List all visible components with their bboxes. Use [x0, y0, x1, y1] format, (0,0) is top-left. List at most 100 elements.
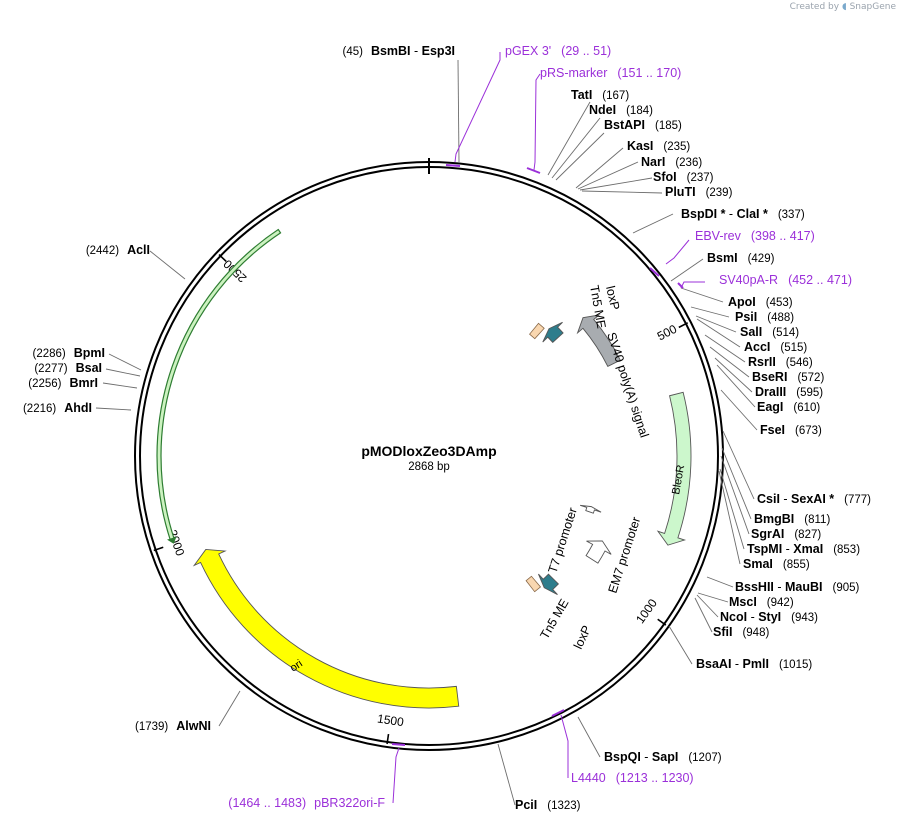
site-label-part: PsiI: [735, 310, 757, 324]
site-label-nari: NarI(236): [641, 155, 702, 169]
site-label-bsmi: BsmI(429): [707, 251, 775, 265]
site-label-bmri: (2256)BmrI: [28, 376, 98, 390]
site-label-part: BsmI: [707, 251, 738, 265]
bleor-caption: BleoR: [670, 464, 687, 496]
feature-ampr-arc: [156, 228, 282, 541]
site-label-part: SfiI: [713, 625, 732, 639]
feature-tn5me_bot-box: [525, 575, 542, 593]
site-label-bsai: (2277)BsaI: [34, 361, 102, 375]
site-label-bmgbi: BmgBI (811): [754, 512, 830, 526]
site-label-part: (546): [786, 357, 813, 369]
feature-sv40polya-arrow: [576, 314, 621, 368]
ori-caption: ori: [288, 658, 305, 675]
feature-bleor-arrow: [656, 391, 692, 546]
site-label-part: pBR322ori-F: [314, 796, 385, 810]
site-label-part: SapI: [652, 750, 678, 764]
site-label-part: (673): [795, 425, 822, 437]
site-label-part: (2442): [86, 245, 119, 257]
t7-caption: T7 promoter: [546, 506, 580, 575]
site-label-part: ClaI *: [737, 207, 768, 221]
tick-mark: [153, 546, 164, 552]
site-label-part: BsmBI: [371, 44, 411, 58]
site-label-part: BssHII: [735, 580, 774, 594]
site-label-part: (29 .. 51): [561, 44, 611, 58]
site-label-rsrii: RsrII (546): [748, 355, 813, 369]
site-label-part: (2216): [23, 403, 56, 415]
site-label-part: KasI: [627, 139, 653, 153]
site-label-part: -: [747, 610, 758, 624]
site-label-acli: (2442)AclI: [86, 243, 150, 257]
site-label-part: (398 .. 417): [751, 229, 815, 243]
site-label-part: (1015): [779, 659, 812, 671]
plasmid-name: pMODloxZeo3DAmp: [361, 443, 496, 459]
feature-ring-marks: [391, 164, 684, 746]
site-label-part: (167): [602, 90, 629, 102]
site-label-tati: TatI (167): [571, 88, 629, 102]
bp-ticks: 5001000150020002500: [153, 253, 689, 745]
site-label-tspmi: TspMI - XmaI(853): [747, 542, 860, 556]
site-label-bspdi: BspDI * - ClaI *(337): [681, 207, 805, 221]
tn5me-bot-caption: Tn5 ME: [537, 597, 571, 642]
site-label-part: DraIII: [755, 385, 786, 399]
site-label-kasi: KasI (235): [627, 139, 690, 153]
feature-em7-arrow: [585, 540, 612, 564]
site-label-part: (1739): [135, 721, 168, 733]
site-label-part: FseI: [760, 423, 785, 437]
site-label-part: TspMI: [747, 542, 782, 556]
site-label-part: BpmI: [74, 346, 105, 360]
tick-mark: [657, 618, 667, 626]
site-label-part: (943): [791, 612, 818, 624]
site-label-part: (236): [675, 157, 702, 169]
site-label-part: (185): [655, 120, 682, 132]
site-label-part: (1323): [547, 800, 580, 812]
site-label-sfoi: SfoI(237): [653, 170, 714, 184]
site-label-part: (853): [833, 544, 860, 556]
site-label-part: BseRI: [752, 370, 787, 384]
site-label-part: (488): [767, 312, 794, 324]
site-label-sali: SalI(514): [740, 325, 799, 339]
site-label-part: StyI: [758, 610, 781, 624]
site-label-part: (610): [793, 402, 820, 414]
tick-label: 1500: [376, 712, 405, 730]
site-label-part: (595): [796, 387, 823, 399]
site-label-ndei: NdeI (184): [589, 103, 653, 117]
site-label-part: (777): [844, 494, 871, 506]
site-label-ebvrev: EBV-rev (398 .. 417): [695, 229, 815, 243]
site-label-part: (337): [778, 209, 805, 221]
site-label-part: SexAI *: [791, 492, 834, 506]
site-label-part: BmgBI: [754, 512, 794, 526]
site-label-csii: CsiI - SexAI * (777): [757, 492, 871, 506]
site-label-part: (239): [706, 187, 733, 199]
site-label-part: NdeI: [589, 103, 616, 117]
site-label-part: (184): [626, 105, 653, 117]
site-label-fsei: FseI (673): [760, 423, 822, 437]
site-label-part: SmaI: [743, 557, 773, 571]
site-label-part: -: [731, 657, 742, 671]
site-label-sv40pa: SV40pA-R(452 .. 471): [719, 273, 852, 287]
site-label-part: CsiI: [757, 492, 780, 506]
site-label-part: BsaAI: [696, 657, 731, 671]
site-label-smai: SmaI(855): [743, 557, 810, 571]
site-label-part: (811): [804, 514, 830, 526]
site-label-part: (2256): [28, 378, 61, 390]
site-label-part: XmaI: [793, 542, 823, 556]
site-label-part: PluTI: [665, 185, 696, 199]
site-label-part: (905): [833, 582, 860, 594]
site-label-part: ApoI: [728, 295, 756, 309]
em7-caption: EM7 promoter: [606, 515, 644, 595]
site-label-part: (1207): [688, 752, 721, 764]
site-label-part: (452 .. 471): [788, 273, 852, 287]
site-label-part: SgrAI: [751, 527, 784, 541]
site-label-part: -: [725, 207, 736, 221]
site-label-part: EagI: [757, 400, 783, 414]
site-label-part: BstAPI: [604, 118, 645, 132]
snapgene-credit: Created by ◖ SnapGene: [790, 2, 896, 12]
site-label-part: RsrII: [748, 355, 776, 369]
site-label-part: -: [780, 492, 791, 506]
site-label-eagi: EagI (610): [757, 400, 820, 414]
site-label-part: (235): [663, 141, 690, 153]
site-label-part: TatI: [571, 88, 592, 102]
site-label-part: (515): [780, 342, 807, 354]
site-label-part: EBV-rev: [695, 229, 742, 243]
site-label-part: (942): [767, 597, 794, 609]
